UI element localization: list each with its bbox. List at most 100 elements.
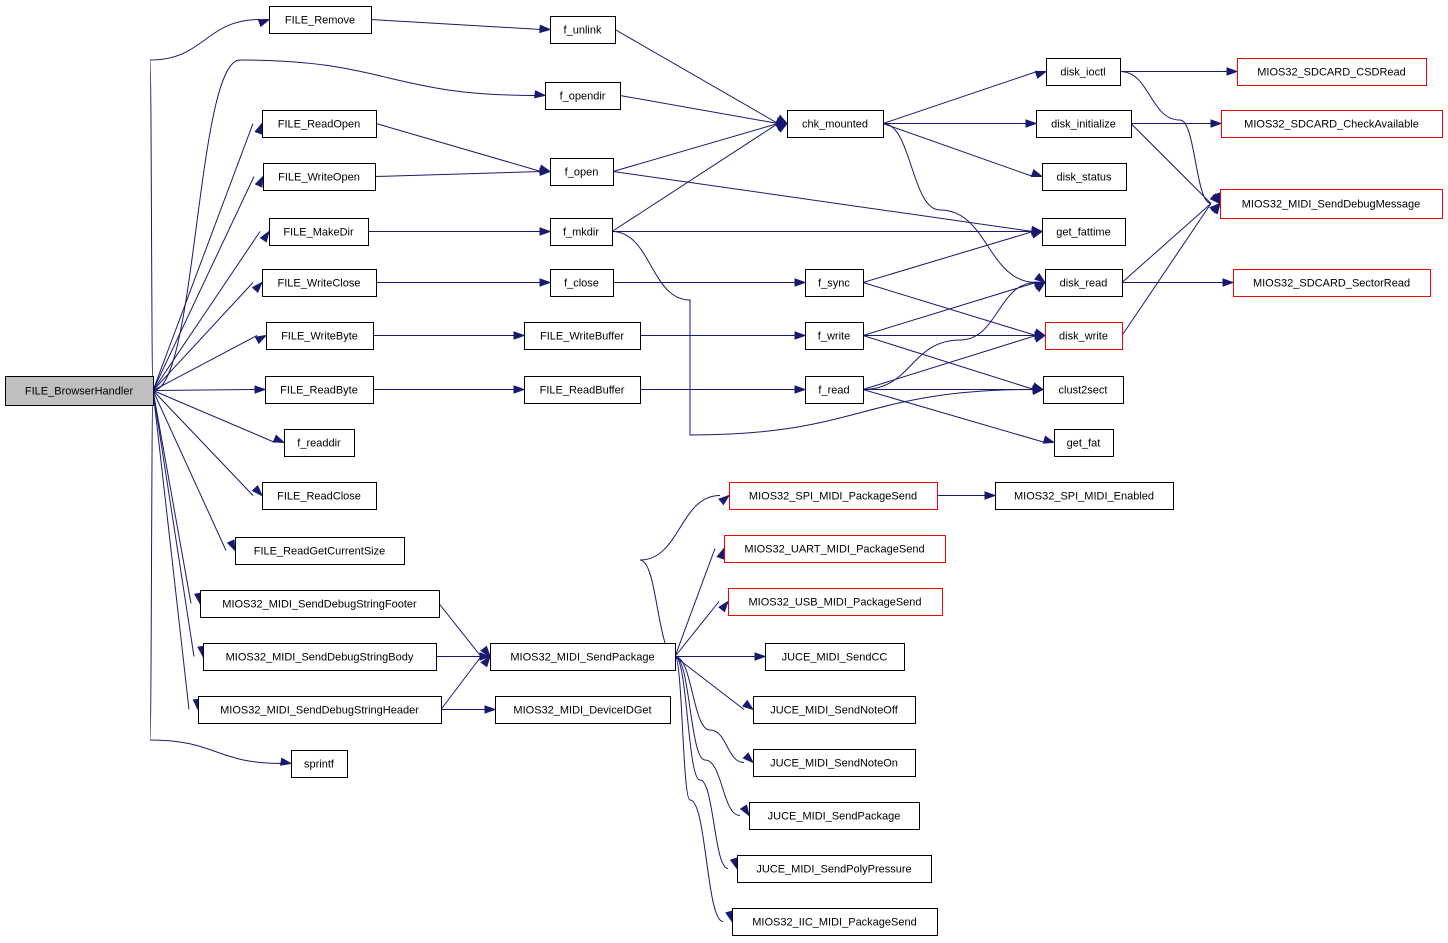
node-jnoteoff[interactable]: JUCE_MIDI_SendNoteOff	[753, 696, 916, 724]
node-sectorread[interactable]: MIOS32_SDCARD_SectorRead	[1233, 269, 1431, 297]
node-writebyte[interactable]: FILE_WriteByte	[266, 322, 374, 350]
node-label: disk_status	[1056, 172, 1112, 184]
node-fsync[interactable]: f_sync	[805, 269, 864, 297]
node-iicpkg[interactable]: MIOS32_IIC_MIDI_PackageSend	[732, 908, 938, 936]
node-sendpkg[interactable]: MIOS32_MIDI_SendPackage	[490, 643, 676, 671]
arrowhead-icon	[259, 230, 270, 243]
arrowhead-icon	[272, 434, 286, 444]
edge-line	[438, 603, 482, 657]
edge-line	[882, 71, 1038, 124]
node-mkdir[interactable]: f_mkdir	[550, 218, 613, 246]
arrowhead-icon	[534, 90, 547, 99]
node-label: FILE_ReadBuffer	[540, 385, 625, 397]
node-uartpkg[interactable]: MIOS32_UART_MIDI_PackageSend	[724, 535, 946, 563]
node-fwrite[interactable]: f_write	[805, 322, 864, 350]
node-jnoteon[interactable]: JUCE_MIDI_SendNoteOn	[753, 749, 916, 777]
node-box	[1043, 376, 1124, 404]
node-usbpkg[interactable]: MIOS32_USB_MIDI_PackageSend	[728, 588, 943, 616]
node-writebuf[interactable]: FILE_WriteBuffer	[524, 322, 641, 350]
node-chkmounted[interactable]: chk_mounted	[787, 110, 884, 138]
node-diskinit[interactable]: disk_initialize	[1036, 110, 1132, 138]
node-fopen[interactable]: f_open	[550, 158, 614, 186]
edge-chkmounted-to-diskinit	[883, 119, 1038, 128]
node-diskwrite[interactable]: disk_write	[1045, 322, 1123, 350]
node-dbgfooter[interactable]: MIOS32_MIDI_SendDebugStringFooter	[200, 590, 440, 618]
node-diskread[interactable]: disk_read	[1045, 269, 1123, 297]
edge-fopen-to-getfattime	[612, 171, 1044, 235]
call-edges	[149, 18, 1239, 923]
edge-chkmounted-to-diskioctl	[882, 70, 1048, 124]
node-checkavail[interactable]: MIOS32_SDCARD_CheckAvailable	[1221, 110, 1443, 138]
edge-sendpkg-to-jnoteoff	[674, 656, 755, 711]
node-getfat[interactable]: get_fat	[1054, 429, 1114, 457]
node-box	[749, 802, 920, 830]
arrowhead-icon	[718, 600, 729, 613]
arrowhead-icon	[251, 484, 264, 497]
node-box	[753, 696, 916, 724]
node-getfattime[interactable]: get_fattime	[1042, 218, 1126, 246]
edge-line	[375, 123, 542, 172]
node-opendir[interactable]: f_opendir	[545, 82, 621, 110]
node-label: FILE_ReadGetCurrentSize	[254, 546, 385, 558]
node-csdread[interactable]: MIOS32_SDCARD_CSDRead	[1237, 58, 1427, 86]
node-label: FILE_MakeDir	[283, 227, 354, 239]
edge-line	[152, 390, 276, 443]
node-box	[262, 110, 377, 138]
edge-line	[639, 495, 721, 657]
node-box	[203, 643, 437, 671]
node-label: FILE_ReadByte	[280, 385, 358, 397]
edge-sendpkg-to-uartpkg	[674, 547, 725, 657]
node-debugmsg[interactable]: MIOS32_MIDI_SendDebugMessage	[1220, 189, 1443, 219]
node-readgetsize[interactable]: FILE_ReadGetCurrentSize	[235, 537, 405, 565]
node-box	[787, 110, 884, 138]
node-spienabled[interactable]: MIOS32_SPI_MIDI_Enabled	[995, 482, 1174, 510]
node-box	[805, 269, 864, 297]
node-box	[262, 482, 377, 510]
node-box	[1045, 269, 1123, 297]
node-fread[interactable]: f_read	[805, 376, 864, 404]
arrowhead-icon	[279, 757, 293, 766]
node-makedir[interactable]: FILE_MakeDir	[269, 218, 369, 246]
edge-fread-to-clust2sect	[863, 385, 1045, 394]
node-deviceid[interactable]: MIOS32_MIDI_DeviceIDGet	[495, 696, 671, 724]
node-label: FILE_Remove	[285, 15, 355, 27]
node-writeclose[interactable]: FILE_WriteClose	[262, 269, 377, 297]
edge-dbgfooter-to-sendpkg	[438, 603, 491, 658]
node-unlink[interactable]: f_unlink	[550, 16, 616, 44]
edge-line	[1130, 123, 1212, 204]
node-remove[interactable]: FILE_Remove	[269, 6, 372, 34]
edge-line	[674, 656, 729, 869]
edge-line	[619, 95, 779, 124]
node-label: f_read	[818, 385, 849, 397]
node-box	[765, 643, 905, 671]
arrowhead-icon	[1042, 435, 1056, 444]
arrowhead-icon	[1210, 202, 1221, 215]
node-sprintf[interactable]: sprintf	[291, 750, 348, 778]
node-dbgheader[interactable]: MIOS32_MIDI_SendDebugStringHeader	[198, 696, 442, 724]
node-readdir[interactable]: f_readdir	[284, 429, 355, 457]
node-jpackage[interactable]: JUCE_MIDI_SendPackage	[749, 802, 920, 830]
node-browser[interactable]: FILE_BrowserHandler	[5, 376, 154, 406]
node-readbyte[interactable]: FILE_ReadByte	[265, 376, 374, 404]
node-readbuf[interactable]: FILE_ReadBuffer	[524, 376, 641, 404]
node-spipkg[interactable]: MIOS32_SPI_MIDI_PackageSend	[729, 482, 938, 510]
node-dbgbody[interactable]: MIOS32_MIDI_SendDebugStringBody	[203, 643, 437, 671]
node-box	[1221, 110, 1443, 138]
node-diskioctl[interactable]: disk_ioctl	[1046, 58, 1121, 86]
node-label: sprintf	[304, 759, 335, 771]
node-box	[524, 376, 641, 404]
arrowhead-icon	[1025, 119, 1038, 128]
node-fclose[interactable]: f_close	[550, 269, 614, 297]
node-readclose[interactable]: FILE_ReadClose	[262, 482, 377, 510]
node-clust2sect[interactable]: clust2sect	[1043, 376, 1124, 404]
node-label: MIOS32_MIDI_SendPackage	[510, 652, 654, 664]
node-label: f_unlink	[564, 25, 602, 37]
node-diskstatus[interactable]: disk_status	[1042, 163, 1127, 191]
node-label: FILE_BrowserHandler	[25, 386, 134, 398]
edge-sendpkg-to-jcc	[675, 652, 767, 661]
node-jcc[interactable]: JUCE_MIDI_SendCC	[765, 643, 905, 671]
node-jpoly[interactable]: JUCE_MIDI_SendPolyPressure	[737, 855, 932, 883]
node-readopen[interactable]: FILE_ReadOpen	[262, 110, 377, 138]
node-label: JUCE_MIDI_SendNoteOff	[770, 705, 899, 717]
node-writeopen[interactable]: FILE_WriteOpen	[263, 163, 376, 191]
